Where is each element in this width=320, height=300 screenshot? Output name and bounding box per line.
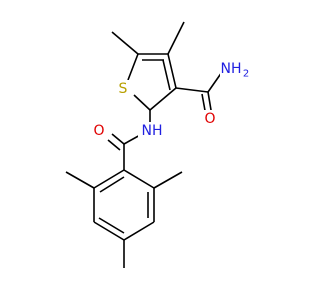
bond-c4-methyl [167, 21, 185, 55]
bond-c5-methyl [111, 31, 139, 55]
bond-c4-c3 [167, 53, 177, 89]
bond-ar6-methyl [65, 171, 95, 189]
bond-ar6-ar1-inner [99, 176, 125, 193]
bond-ar1-ar2 [123, 169, 155, 189]
bond-c3-carbonyl [175, 87, 209, 93]
atom-nh2: NH 2 [220, 60, 250, 80]
bond-ar3-ar4 [123, 221, 155, 241]
bond-c3-c2 [149, 87, 177, 111]
atom-label-o-amide: O [93, 123, 104, 139]
bond-ar2-methyl [153, 171, 183, 189]
atom-s: S [116, 80, 130, 98]
atom-label-nh2-sub: 2 [243, 69, 249, 80]
atom-o-amide: O [90, 122, 108, 140]
atom-o-carbox: O [202, 110, 218, 128]
atom-label-s: S [119, 81, 128, 97]
atom-nh: NH [138, 122, 166, 140]
bond-amide-c-o [111, 133, 125, 145]
bond-ar4-ar5 [93, 221, 125, 241]
molecule-structure: S NH 2 O NH O [65, 21, 250, 268]
atom-label-o-carbox: O [204, 111, 215, 127]
bond-carbonyl-nh2 [207, 71, 223, 93]
bond-amide-c-o-double [107, 139, 121, 151]
bond-c2-s1 [133, 94, 151, 111]
atom-label-nh: NH [142, 123, 163, 139]
bond-s1-c5 [127, 53, 139, 81]
bond-c4-c3-inner [162, 59, 171, 91]
mesityl-ring [93, 169, 155, 241]
bond-ar4-ar5-inner [98, 217, 125, 234]
atom-label-nh2: NH [221, 61, 242, 77]
bond-ar6-ar1 [93, 169, 125, 189]
thiophene-ring [127, 53, 177, 111]
